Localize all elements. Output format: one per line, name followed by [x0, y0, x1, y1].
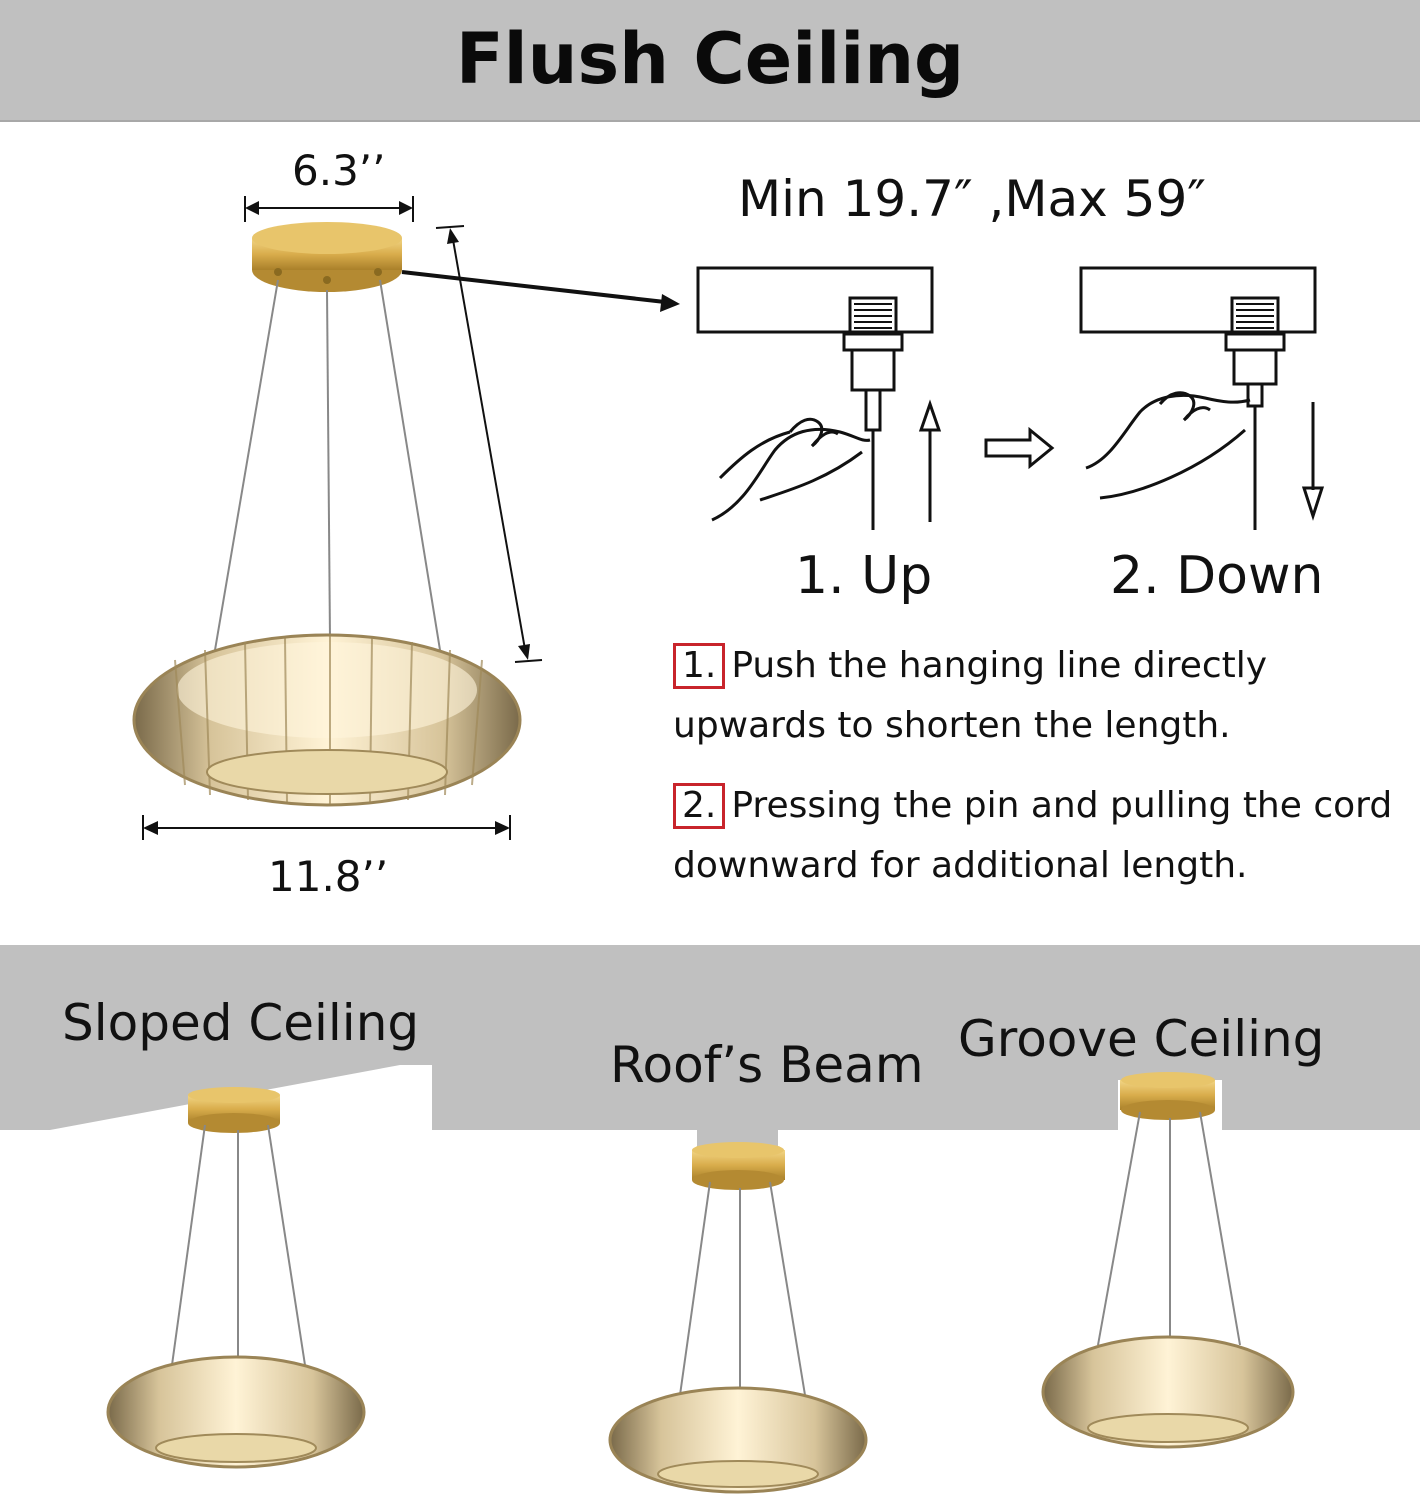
length-range-label: Min 19.7″ ,Max 59″ — [738, 170, 1206, 228]
instruction-number-badge: 1. — [673, 643, 726, 689]
main-lamp — [132, 222, 522, 807]
instruction-number-badge: 2. — [673, 783, 726, 829]
step-up-label: 1. Up — [795, 546, 933, 606]
step-down-label: 2. Down — [1110, 546, 1324, 606]
roof-beam-label: Roof’s Beam — [610, 1036, 924, 1094]
sloped-ceiling-lamp — [106, 1087, 366, 1469]
step-down-illustration — [1079, 266, 1325, 530]
sloped-ceiling-label: Sloped Ceiling — [62, 994, 420, 1052]
groove-ceiling-lamp — [1041, 1072, 1295, 1449]
next-step-arrow — [984, 426, 1055, 470]
ceiling-profile — [0, 945, 1420, 1150]
instruction-text: Pressing the pin and pulling the cord do… — [673, 785, 1393, 886]
instruction-2: 2.Pressing the pin and pulling the cord … — [673, 776, 1413, 896]
groove-ceiling-label: Groove Ceiling — [958, 1010, 1325, 1068]
roof-beam-lamp — [608, 1142, 868, 1494]
instruction-1: 1.Push the hanging line directly upwards… — [673, 636, 1413, 756]
instruction-text: Push the hanging line directly upwards t… — [673, 645, 1268, 746]
canopy-width-label: 6.3’’ — [292, 146, 386, 195]
page-title: Flush Ceiling — [455, 18, 965, 100]
header-band — [0, 0, 1420, 122]
ring-width-label: 11.8’’ — [268, 852, 389, 901]
step-up-illustration — [696, 266, 942, 530]
